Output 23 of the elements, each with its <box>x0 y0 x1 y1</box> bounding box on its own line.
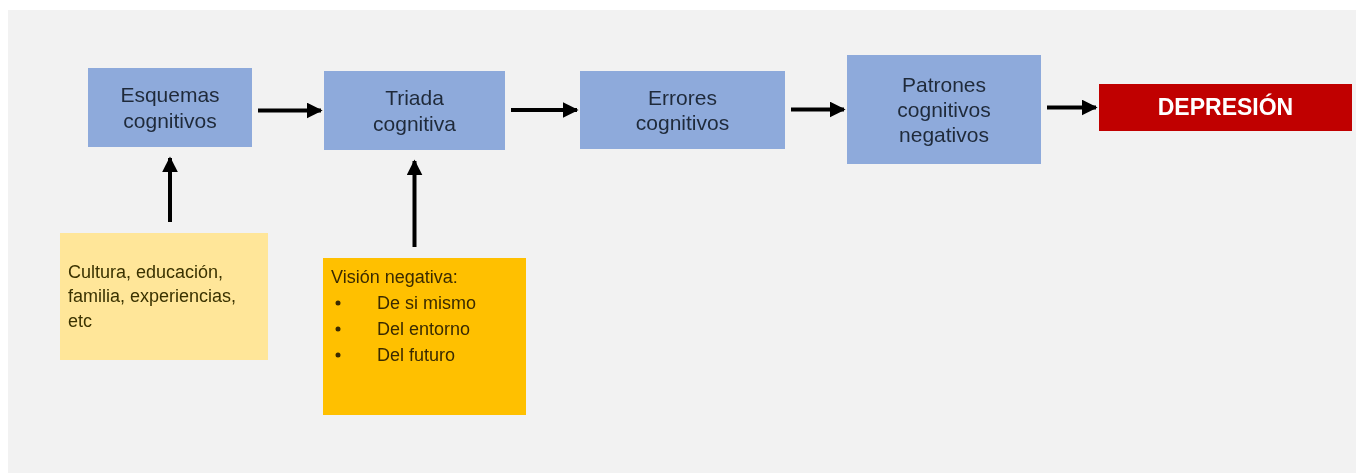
list-item: Del entorno <box>377 316 471 343</box>
arrow <box>406 159 423 247</box>
process-box <box>580 71 785 149</box>
arrow <box>162 156 178 222</box>
outcome-box <box>1099 84 1352 131</box>
arrow <box>791 101 846 118</box>
arrow <box>511 102 579 118</box>
node-label: Errores cognitivos <box>634 84 731 136</box>
factor-box <box>60 233 268 360</box>
node-label: Patrones cognitivos negativos <box>896 71 992 148</box>
list-heading: Visión negativa: <box>331 266 458 289</box>
node-label: DEPRESIÓN <box>1157 94 1294 121</box>
process-box <box>88 68 252 147</box>
process-box <box>847 55 1041 164</box>
node-label: Cultura, educación, familia, experiencias, etc <box>68 261 238 333</box>
list-box <box>323 258 526 415</box>
arrow <box>1047 99 1098 116</box>
list-item: De si mismo <box>377 290 476 317</box>
node-label: Esquemas cognitivos <box>119 82 221 133</box>
node-label: Triada cognitiva <box>372 85 457 136</box>
arrow <box>258 102 323 119</box>
list-item: Del futuro <box>377 342 456 369</box>
process-box <box>324 71 505 150</box>
